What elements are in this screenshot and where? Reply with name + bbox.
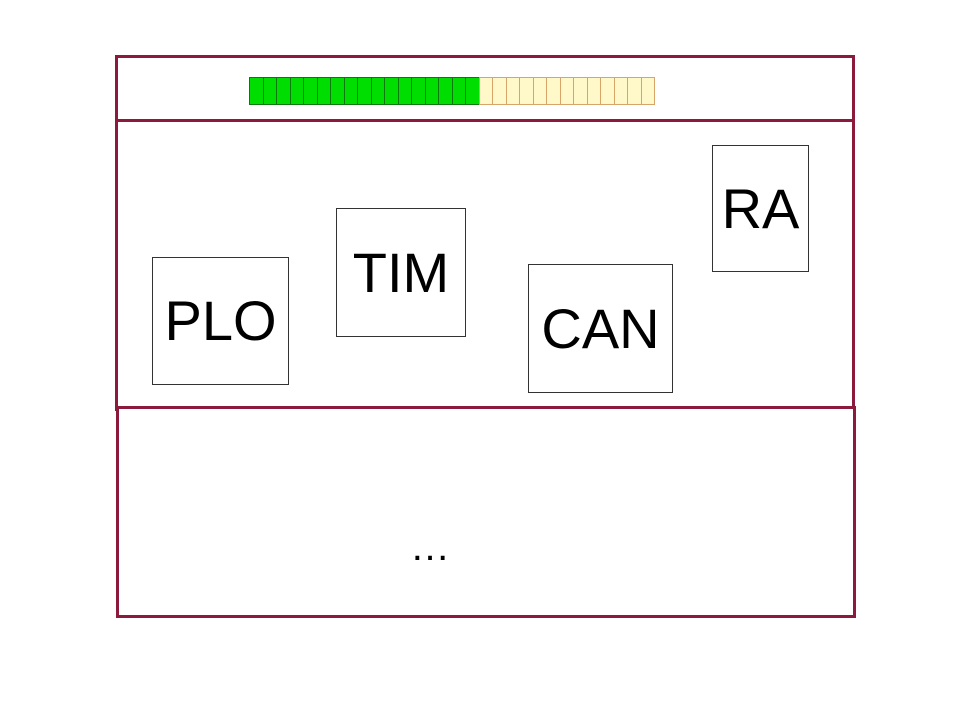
progress-cell-empty bbox=[478, 77, 493, 105]
progress-cell-filled bbox=[357, 77, 372, 105]
progress-cell-empty bbox=[505, 77, 520, 105]
card-label: TIM bbox=[352, 240, 450, 304]
drop-area-panel[interactable] bbox=[116, 406, 856, 618]
progress-cell-filled bbox=[465, 77, 480, 105]
progress-cell-filled bbox=[249, 77, 264, 105]
card-label: CAN bbox=[541, 296, 660, 360]
progress-cell-filled bbox=[411, 77, 426, 105]
progress-cell-empty bbox=[613, 77, 628, 105]
progress-cell-empty bbox=[627, 77, 642, 105]
progress-cell-filled bbox=[451, 77, 466, 105]
progress-cell-filled bbox=[397, 77, 412, 105]
progress-cell-filled bbox=[438, 77, 453, 105]
progress-cell-empty bbox=[640, 77, 655, 105]
progress-cell-filled bbox=[343, 77, 358, 105]
progress-cell-filled bbox=[276, 77, 291, 105]
progress-cell-empty bbox=[600, 77, 615, 105]
progress-bar bbox=[249, 77, 655, 105]
progress-cell-empty bbox=[586, 77, 601, 105]
progress-cell-filled bbox=[262, 77, 277, 105]
progress-cell-empty bbox=[559, 77, 574, 105]
progress-cell-empty bbox=[573, 77, 588, 105]
progress-cell-filled bbox=[316, 77, 331, 105]
progress-cell-filled bbox=[289, 77, 304, 105]
card-label: RA bbox=[721, 176, 800, 240]
card-can[interactable]: CAN bbox=[528, 264, 673, 393]
progress-cell-empty bbox=[532, 77, 547, 105]
progress-cell-empty bbox=[546, 77, 561, 105]
progress-cell-filled bbox=[330, 77, 345, 105]
ellipsis-text: … bbox=[410, 525, 452, 569]
progress-cell-empty bbox=[519, 77, 534, 105]
progress-cell-empty bbox=[492, 77, 507, 105]
card-label: PLO bbox=[164, 289, 277, 352]
progress-cell-filled bbox=[424, 77, 439, 105]
progress-cell-filled bbox=[370, 77, 385, 105]
card-ra[interactable]: RA bbox=[712, 145, 809, 272]
card-plo[interactable]: PLO bbox=[152, 257, 289, 385]
card-tim[interactable]: TIM bbox=[336, 208, 466, 337]
progress-cell-filled bbox=[303, 77, 318, 105]
progress-cell-filled bbox=[384, 77, 399, 105]
